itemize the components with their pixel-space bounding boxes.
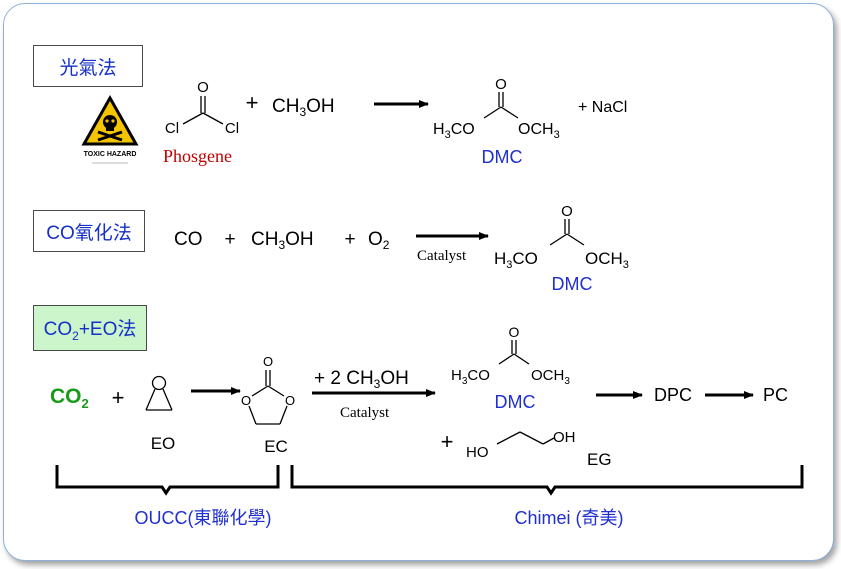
dmc-s2-o: O [561, 203, 573, 220]
catalyst-s2: Catalyst [417, 248, 467, 264]
dmc-s3-o: O [509, 324, 520, 340]
dmc-name-s1: DMC [482, 147, 523, 167]
eg-structure [496, 431, 555, 445]
method-label-co2-eo: CO2+EO法 [43, 318, 137, 343]
reagent-s3: + 2 CH3OH [314, 368, 409, 391]
co-s2: CO [174, 229, 203, 250]
method-box-co-oxidation: CO氧化法 [33, 210, 145, 252]
dmc-structure-s1 [483, 92, 519, 119]
brace-chimei-label: Chimei (奇美) [514, 508, 623, 528]
plus1-s2: + [224, 229, 235, 250]
eg-name: EG [587, 450, 612, 469]
dmc-s1-right: OCH3 [518, 121, 560, 141]
methanol-s1: CH3OH [272, 96, 335, 119]
ec-structure [248, 370, 288, 425]
dmc-s2-left: H3CO [494, 249, 538, 271]
brace-oucc-label: OUCC(東聯化學) [135, 508, 272, 528]
eg-oh: OH [553, 429, 576, 446]
phosgene-o: O [197, 79, 209, 96]
methanol-s2: CH3OH [251, 229, 314, 252]
dmc-s2-right: OCH3 [585, 249, 629, 271]
brace-chimei [290, 465, 804, 496]
plus-s3: + [112, 385, 125, 410]
plus2-s2: + [344, 229, 355, 250]
eo-name: EO [151, 434, 176, 453]
oxygen-s2: O2 [368, 229, 390, 252]
dmc-s1-o: O [495, 76, 507, 93]
dmc-structure-s3 [498, 340, 530, 365]
dmc-s3-left: H3CO [451, 367, 490, 387]
co2-s3: CO2 [50, 385, 89, 411]
dmc-structure-s2 [549, 219, 585, 246]
dpc-label: DPC [654, 385, 692, 405]
brace-oucc [55, 465, 280, 496]
method-box-co2-eo: CO2+EO法 [33, 305, 147, 351]
dmc-name-s2: DMC [552, 274, 593, 294]
dmc-s3-right: OCH3 [531, 367, 570, 387]
plus-s1: + [246, 90, 259, 115]
eg-ho: HO [466, 444, 489, 461]
toxic-hazard-label: TOXIC HAZARD [84, 151, 137, 158]
catalyst-s3: Catalyst [340, 405, 390, 421]
phosgene-structure [182, 96, 224, 125]
ec-o-right: O [285, 393, 295, 408]
ec-name: EC [264, 437, 288, 456]
method-label-phosgene: 光氣法 [59, 57, 117, 79]
diagram-frame [3, 3, 834, 561]
phosgene-name: Phosgene [163, 146, 232, 166]
dmc-name-s3: DMC [495, 392, 536, 412]
toxic-hazard-icon [81, 94, 139, 146]
method-label-co-oxidation: CO氧化法 [46, 222, 132, 244]
plus-eg: + [441, 429, 454, 454]
phosgene-cl-right: Cl [225, 120, 239, 137]
pc-label: PC [763, 385, 788, 405]
byproduct-nacl: + NaCl [578, 99, 627, 116]
method-box-phosgene: 光氣法 [33, 45, 143, 87]
ec-o-top: O [263, 354, 273, 369]
eo-structure [145, 375, 173, 411]
dmc-s1-left: H3CO [433, 121, 475, 141]
phosgene-cl-left: Cl [165, 120, 179, 137]
ec-o-left: O [241, 393, 251, 408]
